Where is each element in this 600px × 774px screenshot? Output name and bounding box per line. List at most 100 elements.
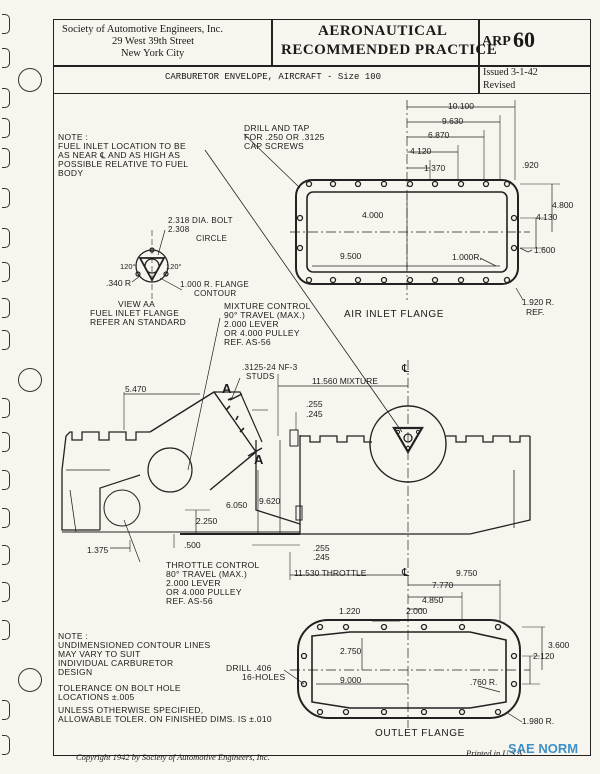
binding-mark [2,188,10,208]
dim-11530: 11.530 THROTTLE [294,568,367,578]
dim-340r: .340 R [106,278,132,288]
binding-mark [2,620,10,640]
dim-9000: 9.000 [340,675,362,685]
binding-mark [2,48,10,68]
dim-2750: 2.750 [340,646,362,656]
dim-500: .500 [184,540,201,550]
dim-4800: 4.800 [552,200,574,210]
dim-120a: 120° [120,262,136,271]
binding-mark [2,262,10,282]
binding-mark [2,398,10,418]
binding-mark [2,735,10,755]
binding-mark [2,545,10,565]
dim-4130: 4.130 [536,212,558,222]
tolerance-note: TOLERANCE ON BOLT HOLE LOCATIONS ±.005 [58,683,181,702]
bolt-circle-note: 2.318 DIA. BOLT 2.308 CIRCLE [168,216,233,243]
binding-mark [2,148,10,168]
dim-1370: 1.370 [424,163,446,173]
dim-11560: 11.560 MIXTURE [312,376,378,386]
binder-hole [18,368,42,392]
outlet-title: OUTLET FLANGE [375,728,465,739]
dim-255b: .255 [313,543,330,553]
outlet-flange [283,580,545,728]
dim-245a: .245 [306,409,323,419]
binding-mark [2,508,10,528]
dim-cl-top: ℄ [402,363,410,375]
binding-mark [2,470,10,490]
dim-9500: 9.500 [340,251,362,261]
air-inlet-flange [243,100,560,301]
unless-note: UNLESS OTHERWISE SPECIFIED, ALLOWABLE TO… [58,705,272,724]
dim-1375: 1.375 [87,545,109,555]
drill-tap-note: DRILL AND TAP FOR .250 OR .3125 CAP SCRE… [244,123,325,151]
dim-1920r: 1.920 R. [522,297,555,307]
issued-date: Issued 3-1-42 [483,67,538,78]
view-aa-note: VIEW AA FUEL INLET FLANGE REFER AN STAND… [90,299,187,327]
doc-prefix: ARP [482,34,511,49]
dim-5470: 5.470 [125,384,147,394]
mixture-control-note: MIXTURE CONTROL 90° TRAVEL (MAX.) 2.000 … [224,301,311,347]
dim-120b: 120° [166,262,182,271]
dim-6870: 6.870 [428,130,450,140]
dim-920: .920 [522,160,539,170]
section-marker-a-bottom: A [254,452,264,467]
dim-4850: 4.850 [422,595,444,605]
title-box [271,19,480,67]
binding-mark [2,118,10,138]
org-name: Society of Automotive Engineers, Inc. [62,24,223,35]
binding-mark [2,330,10,350]
dim-6050: 6.050 [226,500,248,510]
binding-mark [2,228,10,248]
flange-contour-note: 1.000 R. FLANGE CONTOUR [180,280,249,298]
dim-255a: .255 [306,399,323,409]
dim-10100: 10.100 [448,101,474,111]
drill-holes-note: DRILL .406 16-HOLES [226,663,286,682]
binding-mark [2,298,10,318]
issue-box [478,65,591,94]
org-address: 29 West 39th Street [112,36,195,47]
dim-1000r: 1.000R. [452,252,482,262]
doc-subtitle: CARBURETOR ENVELOPE, AIRCRAFT - Size 100 [165,72,382,82]
org-box [53,19,273,67]
org-city: New York City [121,48,185,59]
dim-760r: .760 R. [470,677,498,687]
binding-mark [2,432,10,452]
view-aa-flange [131,229,183,300]
dim-ref: REF. [526,307,545,317]
doc-title-line1: AERONAUTICAL [318,23,448,39]
air-inlet-title: AIR INLET FLANGE [344,309,444,320]
dim-7770: 7.770 [432,580,454,590]
dim-4000: 4.000 [362,210,384,220]
doc-title-line2: RECOMMENDED PRACTICE [281,42,498,58]
section-marker-a-top: A [222,381,232,396]
binding-mark [2,700,10,720]
dim-1980r: 1.980 R. [522,716,555,726]
copyright: Copyright 1942 by Society of Automotive … [76,752,270,762]
dim-3600: 3.600 [548,640,570,650]
binder-hole [18,68,42,92]
side-view [61,317,531,610]
studs-note: .3125-24 NF-3 STUDS [242,363,298,381]
dim-cl-bottom: ℄ [402,567,410,579]
dim-4120: 4.120 [410,146,432,156]
binding-mark [2,582,10,602]
dim-245b: .245 [313,552,330,562]
fuel-inlet-note: NOTE : FUEL INLET LOCATION TO BE AS NEAR… [58,132,189,178]
doc-number-box [478,19,591,67]
binding-mark [2,88,10,108]
subtitle-box [53,65,480,94]
dim-2000: 2.000 [406,606,428,616]
dim-2120: 2.120 [533,651,555,661]
dim-1220: 1.220 [339,606,361,616]
binding-mark [2,14,10,34]
throttle-control-note: THROTTLE CONTROL 80° TRAVEL (MAX.) 2.000… [166,560,260,606]
dim-1600: 1.600 [534,245,556,255]
dim-9630: 9.630 [442,116,464,126]
doc-number: 60 [513,27,535,52]
general-note: NOTE : UNDIMENSIONED CONTOUR LINES MAY V… [58,631,211,677]
dim-9750: 9.750 [456,568,478,578]
dim-2250: 2.250 [196,516,218,526]
watermark: SAE NORM [508,741,579,756]
